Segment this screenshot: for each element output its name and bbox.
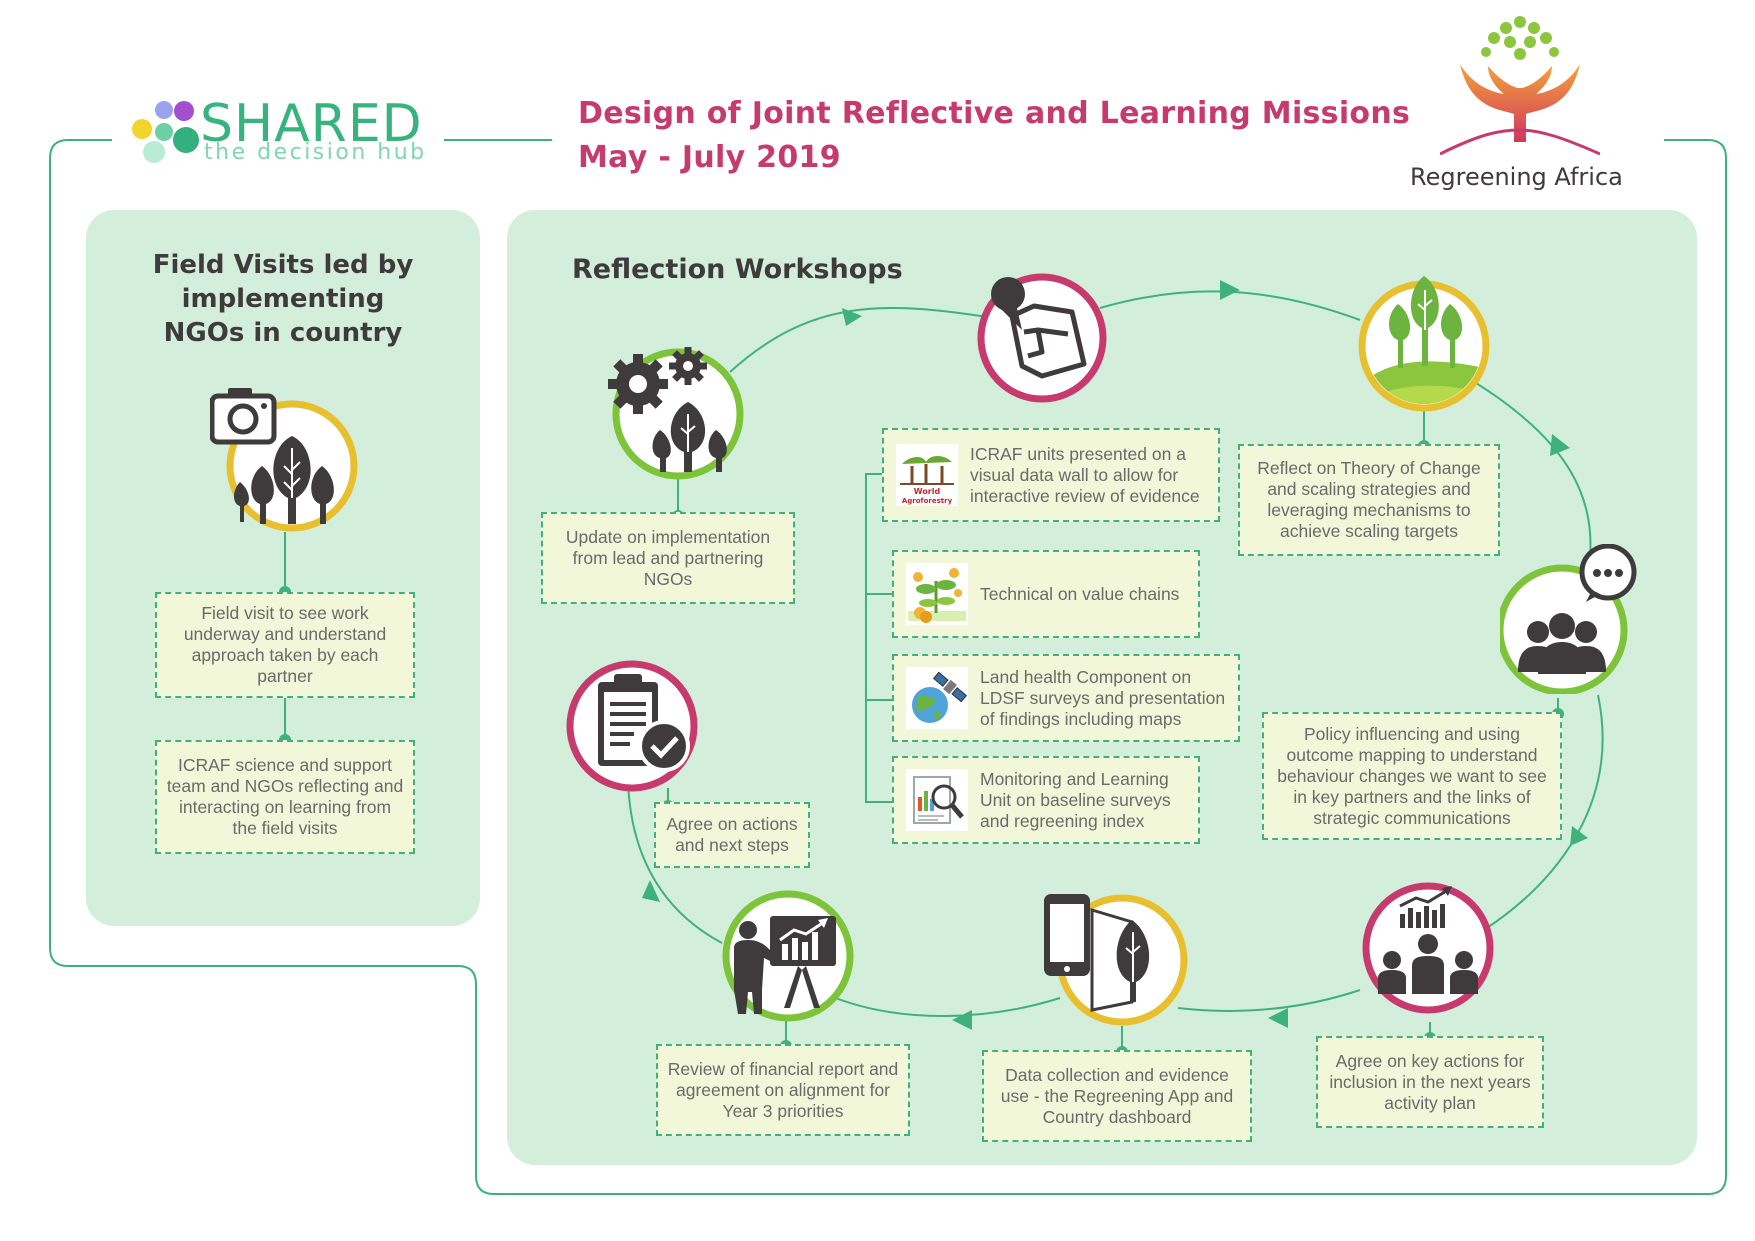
sub-item-icraf-units: World Agroforestry ICRAF units presented… — [882, 428, 1220, 522]
value-chain-plant-icon — [906, 563, 968, 625]
sub-item-monitoring-learning: Monitoring and Learning Unit on baseline… — [892, 756, 1200, 844]
sub-item-label: Land health Component on LDSF surveys an… — [980, 666, 1226, 729]
regreening-africa-logo-icon — [1440, 16, 1600, 156]
sub-item-value-chains: Technical on value chains — [892, 550, 1200, 638]
shared-logo-name: SHARED — [200, 94, 423, 154]
step-key-actions-box: Agree on key actions for inclusion in th… — [1316, 1036, 1544, 1128]
cycle-arc — [1467, 377, 1592, 576]
title-line-2: May - July 2019 — [578, 140, 841, 175]
cycle-arc — [827, 994, 1061, 1017]
cycle-arc — [729, 307, 995, 373]
reflection-workshops-heading: Reflection Workshops — [572, 254, 903, 285]
field-visits-heading: Field Visits led by implementing NGOs in… — [152, 250, 414, 348]
sub-item-label: Technical on value chains — [980, 583, 1180, 604]
audience-presentation-icon — [1362, 882, 1494, 1014]
phone-leaf-icon — [1044, 894, 1188, 1026]
step-update-box: Update on implementation from lead and p… — [541, 512, 795, 604]
page-title: Design of Joint Reflective and Learning … — [578, 92, 1410, 180]
group-chat-icon — [1500, 544, 1637, 694]
report-magnifier-icon — [906, 769, 968, 831]
sub-item-label: Monitoring and Learning Unit on baseline… — [980, 768, 1171, 831]
step-data-collection-box: Data collection and evidence use - the R… — [982, 1050, 1252, 1142]
step-policy-influencing-box: Policy influencing and using outcome map… — [1262, 712, 1562, 840]
step-theory-of-change-box: Reflect on Theory of Change and scaling … — [1238, 444, 1500, 556]
sub-item-label: ICRAF units presented on a visual data w… — [970, 443, 1200, 506]
field-visit-box: Field visit to see work underway and und… — [155, 592, 415, 698]
arrow-head — [842, 308, 862, 326]
sub-item-land-health: Land health Component on LDSF surveys an… — [892, 654, 1240, 742]
step-agree-actions-box: Agree on actions and next steps — [654, 802, 810, 868]
svg-text:Agroforestry: Agroforestry — [902, 497, 953, 505]
shared-logo-tagline: the decision hub — [204, 140, 427, 165]
cycle-arc — [1099, 290, 1361, 321]
regreening-africa-logo-name: Regreening Africa — [1410, 163, 1623, 191]
cycle-arc — [1177, 989, 1361, 1012]
satellite-globe-icon — [906, 667, 968, 729]
title-line-1: Design of Joint Reflective and Learning … — [578, 96, 1411, 131]
world-agroforestry-logo-icon: World Agroforestry — [896, 444, 958, 506]
svg-text:World: World — [914, 487, 941, 496]
clipboard-check-icon — [566, 660, 698, 792]
shared-logo-dots-icon — [132, 101, 199, 163]
science-team-box: ICRAF science and support team and NGOs … — [155, 740, 415, 854]
gears-tree-icon — [608, 347, 744, 480]
outer-frame — [49, 139, 1727, 1195]
cycle-arc — [626, 759, 723, 944]
camera-trees-icon — [210, 388, 358, 532]
tree-hill-icon — [1358, 276, 1490, 412]
map-pin-icon — [977, 273, 1107, 403]
presenter-chart-icon — [722, 890, 854, 1022]
step-financial-report-box: Review of financial report and agreement… — [656, 1044, 910, 1136]
